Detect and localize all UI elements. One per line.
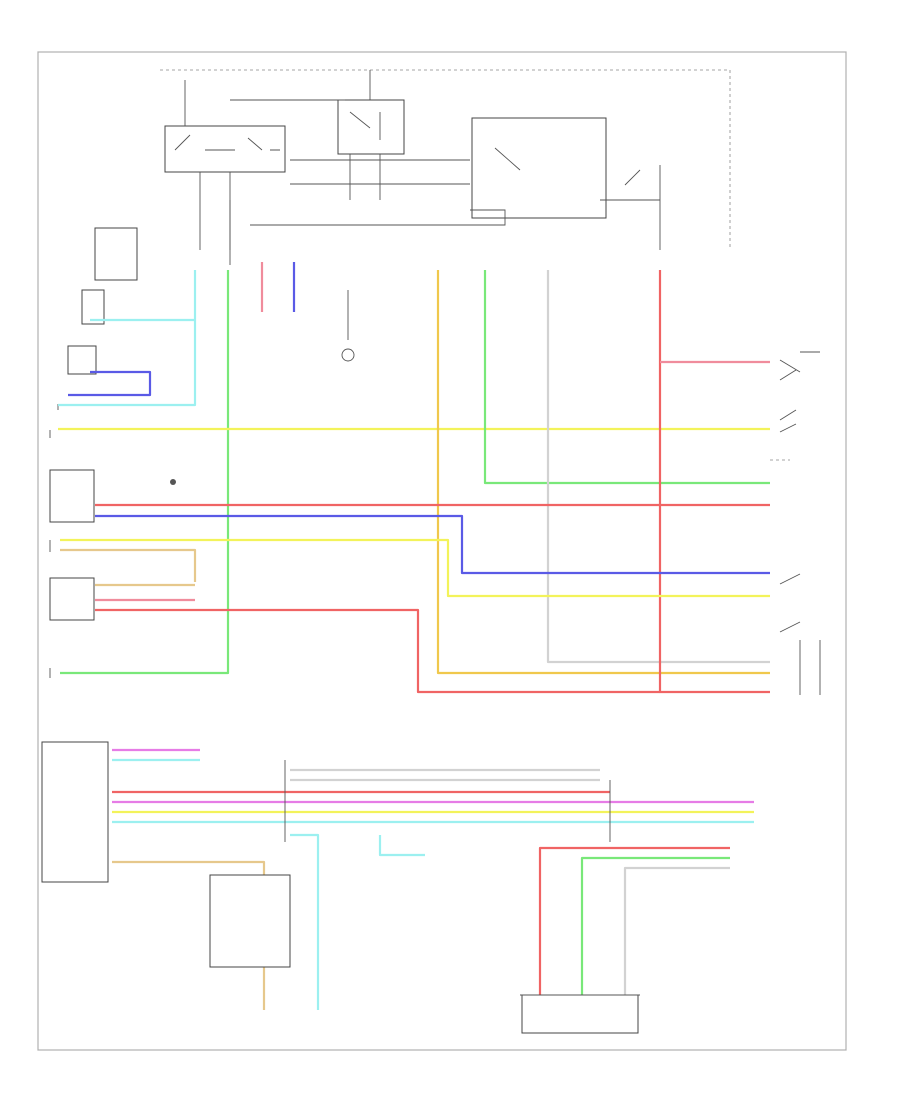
relay-box [337, 99, 405, 155]
left-connector-d [49, 577, 95, 621]
left-components [49, 227, 176, 678]
left-switch-top [94, 227, 138, 281]
wire-cyan-mid [58, 320, 197, 407]
sensor-box [521, 994, 639, 1034]
power-relay-section [160, 69, 731, 265]
wire-blue-row [95, 514, 770, 575]
wire-set-upper [58, 262, 770, 694]
wire-yellow-row2 [60, 538, 770, 598]
wire-cyan-lower3 [378, 835, 425, 857]
wire-blue-left [68, 370, 152, 397]
wire-grey-lower [290, 768, 600, 782]
control-unit-box [471, 117, 607, 219]
wire-orange-vertical [436, 270, 770, 675]
wire-red-right [658, 270, 770, 694]
wire-grey-to-sensor [623, 866, 730, 995]
wire-red-to-sensor [538, 846, 730, 995]
lower-components [209, 874, 640, 1034]
left-connector-b [67, 345, 97, 375]
ground-terminal [170, 479, 176, 485]
wire-cyan-lower2 [290, 833, 320, 1010]
diagram-frame [37, 51, 847, 1051]
wire-green-to-sensor [580, 856, 730, 995]
wire-green-long [60, 270, 230, 675]
center-module-box [209, 874, 291, 968]
center-ground [341, 290, 355, 362]
left-connector-a [81, 289, 105, 325]
right-switches [770, 351, 821, 695]
wire-red-row3 [95, 608, 660, 694]
main-relay-box [164, 125, 286, 173]
lower-left-connector [41, 741, 109, 883]
wire-green-right [483, 270, 770, 485]
wire-tan-row [60, 548, 197, 582]
wire-grey-vertical [546, 270, 770, 664]
left-connector-c [49, 469, 95, 523]
wire-set-lower [41, 741, 754, 1010]
